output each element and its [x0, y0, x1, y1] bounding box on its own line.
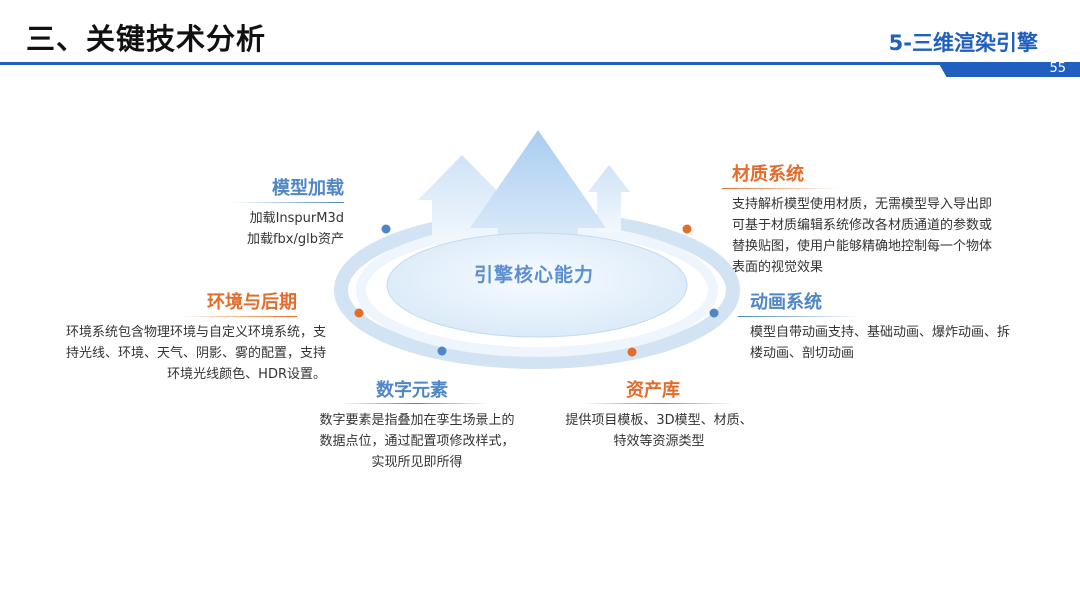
asset-library-line-1: 提供项目模板、3D模型、材质、: [565, 413, 753, 428]
asset-library-underline: [584, 403, 734, 404]
page-number-tab: [938, 62, 1080, 77]
material-line-3: 替换贴图，使用户能够精确地控制每一个物体: [732, 239, 993, 254]
animation-line-1: 模型自带动画支持、基础动画、爆炸动画、拆: [750, 325, 1011, 340]
material-title: 材质系统: [732, 164, 804, 185]
environment-title: 环境与后期: [207, 292, 297, 313]
core-disc: [386, 232, 688, 338]
model-loading-dot: [381, 224, 391, 234]
section-subtitle: 5-三维渲染引擎: [888, 31, 1038, 55]
digital-elements-dot: [437, 346, 447, 356]
material-line-2: 可基于材质编辑系统修改各材质通道的参数或: [732, 218, 993, 233]
environment-underline: [178, 316, 297, 317]
animation-dot: [709, 308, 719, 318]
digital-elements-underline: [340, 403, 490, 404]
model-loading-line-1: 加载InspurM3d: [249, 211, 344, 226]
material-underline: [722, 188, 840, 189]
digital-elements-line-1: 数字要素是指叠加在孪生场景上的: [319, 413, 515, 428]
model-loading-title: 模型加载: [272, 178, 344, 199]
model-loading-line-2: 加载fbx/glb资产: [246, 232, 344, 247]
digital-elements-line-3: 实现所见即所得: [371, 455, 463, 470]
environment-dot: [354, 308, 364, 318]
environment-line-3: 环境光线颜色、HDR设置。: [167, 367, 326, 382]
digital-elements-title: 数字元素: [376, 380, 448, 401]
animation-desc: 模型自带动画支持、基础动画、爆炸动画、拆 楼动画、剖切动画: [750, 322, 1010, 364]
model-loading-desc: 加载InspurM3d 加载fbx/glb资产: [247, 208, 344, 250]
environment-desc: 环境系统包含物理环境与自定义环境系统，支 持光线、环境、天气、阴影、雾的配置，支…: [66, 322, 326, 385]
material-dot: [682, 224, 692, 234]
asset-library-dot: [627, 347, 637, 357]
model-loading-underline: [232, 202, 344, 203]
asset-library-title: 资产库: [626, 380, 680, 401]
header-divider: [0, 62, 1080, 65]
right-arrow-icon: [588, 165, 630, 232]
digital-elements-desc: 数字要素是指叠加在孪生场景上的 数据点位，通过配置项修改样式， 实现所见即所得: [310, 410, 524, 473]
animation-line-2: 楼动画、剖切动画: [750, 346, 855, 361]
animation-underline: [738, 316, 860, 317]
material-desc: 支持解析模型使用材质，无需模型导入导出即 可基于材质编辑系统修改各材质通道的参数…: [732, 194, 992, 278]
environment-line-2: 持光线、环境、天气、阴影、雾的配置，支持: [65, 346, 326, 361]
digital-elements-line-2: 数据点位，通过配置项修改样式，: [319, 434, 515, 449]
core-capability-label: 引擎核心能力: [474, 264, 595, 286]
asset-library-line-2: 特效等资源类型: [613, 434, 705, 449]
page-title: 三、关键技术分析: [26, 22, 267, 56]
asset-library-desc: 提供项目模板、3D模型、材质、 特效等资源类型: [554, 410, 764, 452]
environment-line-1: 环境系统包含物理环境与自定义环境系统，支: [65, 325, 326, 340]
page-number: 55: [1049, 61, 1066, 76]
material-line-4: 表面的视觉效果: [732, 260, 824, 275]
material-line-1: 支持解析模型使用材质，无需模型导入导出即: [732, 197, 993, 212]
animation-title: 动画系统: [750, 292, 822, 313]
